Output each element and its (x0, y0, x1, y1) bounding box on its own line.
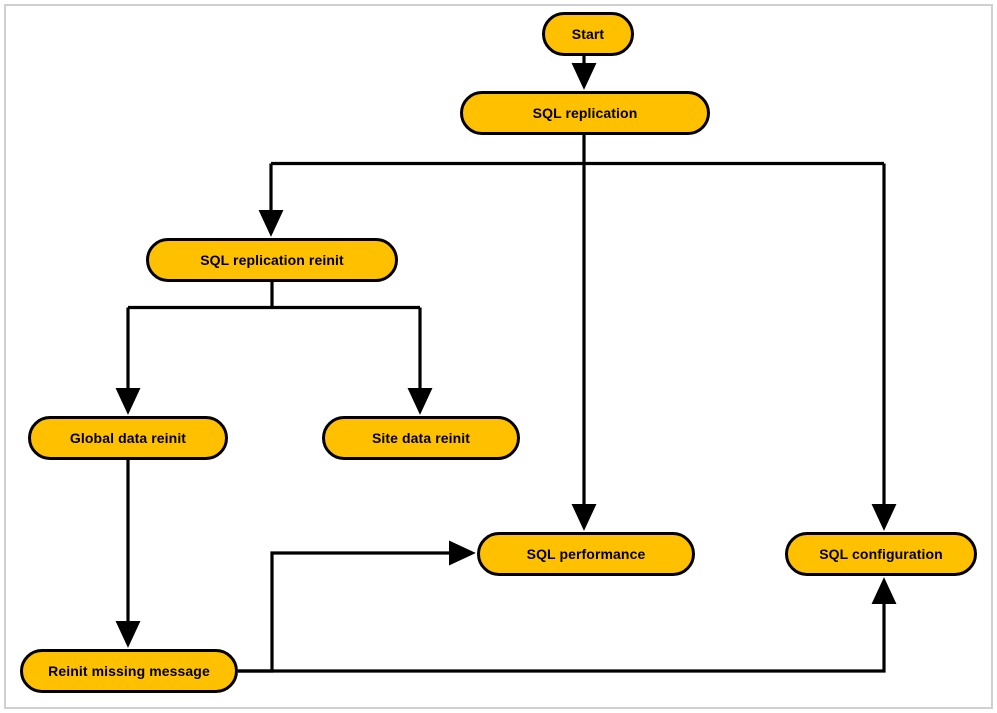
node-global-data-reinit[interactable]: Global data reinit (28, 416, 228, 460)
node-site-data-reinit[interactable]: Site data reinit (322, 416, 520, 460)
node-sql-configuration-label: SQL configuration (819, 546, 943, 562)
edge-reinit-missing-message-to-sql-performance (238, 540, 476, 673)
node-start-label: Start (571, 26, 605, 42)
node-global-data-reinit-label: Global data reinit (69, 430, 187, 446)
node-start[interactable]: Start (542, 12, 634, 56)
node-sql-performance-label: SQL performance (526, 546, 646, 562)
node-sql-replication[interactable]: SQL replication (460, 91, 710, 135)
node-reinit-missing-message[interactable]: Reinit missing message (20, 649, 238, 693)
node-site-data-reinit-label: Site data reinit (371, 430, 471, 446)
node-sql-replication-label: SQL replication (532, 105, 638, 121)
node-reinit-missing-message-label: Reinit missing message (48, 663, 210, 679)
node-sql-performance[interactable]: SQL performance (477, 532, 695, 576)
edge-reinit-missing-message-to-sql-configuration (238, 577, 897, 673)
node-sql-replication-reinit[interactable]: SQL replication reinit (146, 238, 398, 282)
node-sql-configuration[interactable]: SQL configuration (785, 532, 977, 576)
node-sql-replication-reinit-label: SQL replication reinit (200, 252, 344, 268)
